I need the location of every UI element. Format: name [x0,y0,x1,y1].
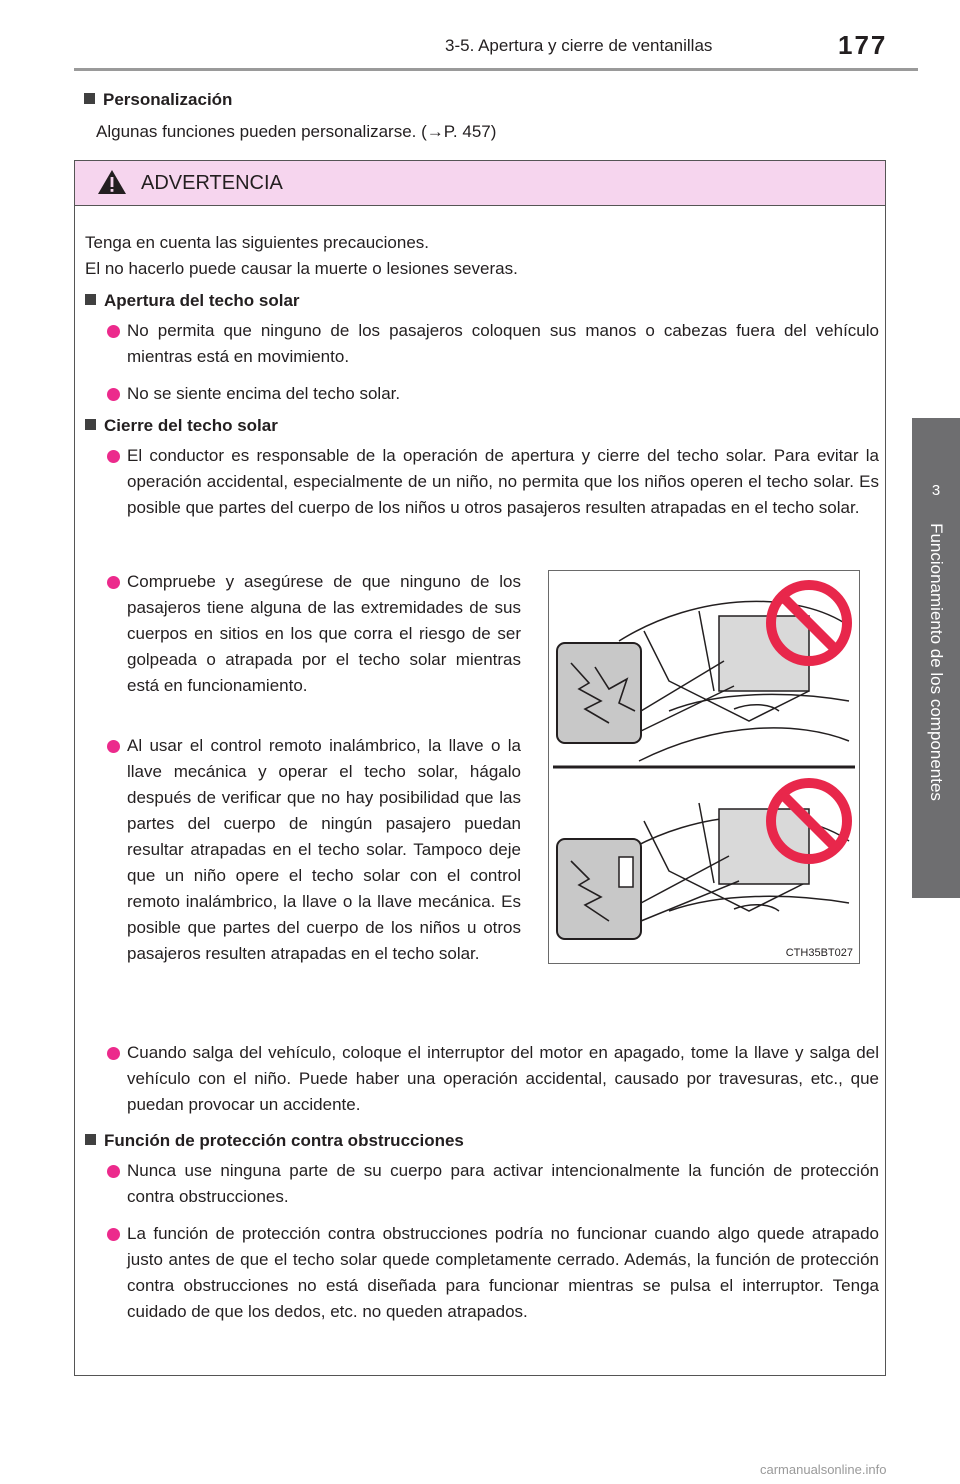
warning-title: ADVERTENCIA [141,172,283,194]
bullet-dot-icon [107,740,120,753]
sunroof-drawing [553,580,855,940]
section-title-opening: Apertura del techo solar [104,291,300,310]
bullet-dot-icon [107,388,120,401]
section-title-closing: Cierre del techo solar [104,416,278,435]
prohibition-icon [766,778,852,864]
section-title: 3-5. Apertura y cierre de ventanillas [445,36,713,55]
bullet-text: Al usar el control remoto inalámbrico, l… [127,736,521,963]
chapter-number: 3 [931,482,941,499]
chapter-label: Funcionamiento de los componentes [927,523,946,801]
bullet-dot-icon [107,325,120,338]
square-bullet-icon [85,294,96,305]
bullet-text: El conductor es responsable de la operac… [127,446,879,517]
square-bullet-icon [85,1134,96,1145]
page-number: 177 [838,30,888,60]
illustration-code: CTH35BT027 [785,947,853,959]
square-bullet-icon [84,93,95,104]
bullet-text: No permita que ninguno de los pasajeros … [127,321,879,366]
section-heading-opening: Apertura del techo solar [85,288,300,314]
bullet-text: Nunca use ninguna parte de su cuerpo par… [127,1161,879,1206]
bullet-text: Compruebe y asegúrese de que ninguno de … [127,572,521,695]
sunroof-illustration: CTH35BT027 [548,570,860,964]
square-bullet-icon [85,419,96,430]
warning-intro-2: El no hacerlo puede causar la muerte o l… [85,259,518,278]
warning-header: ADVERTENCIA [75,161,885,206]
personalization-title: Personalización [103,90,233,109]
header-divider [74,68,918,71]
warning-triangle-icon [98,170,126,194]
bullet-text: No se siente encima del techo solar. [127,384,401,403]
bullet-text: Cuando salga del vehículo, coloque el in… [127,1043,879,1114]
section-heading-obstruction: Función de protección contra obstruccion… [85,1128,464,1154]
section-title-obstruction: Función de protección contra obstruccion… [104,1131,464,1150]
bullet-dot-icon [107,450,120,463]
watermark: carmanualsonline.info [760,1462,887,1477]
personalization-text: Algunas funciones pueden personalizarse.… [96,122,497,141]
bullet-dot-icon [107,1165,120,1178]
bullet-dot-icon [107,1047,120,1060]
bullet-dot-icon [107,576,120,589]
section-heading-closing: Cierre del techo solar [85,413,278,439]
prohibition-icon [766,580,852,666]
personalization-heading: Personalización [84,90,232,110]
warning-intro-1: Tenga en cuenta las siguientes precaucio… [85,233,430,252]
warning-box: ADVERTENCIA Tenga en cuenta las siguient… [74,160,886,1376]
chapter-tab [912,418,960,898]
bullet-dot-icon [107,1228,120,1241]
bullet-text: La función de protección contra obstrucc… [127,1224,879,1321]
